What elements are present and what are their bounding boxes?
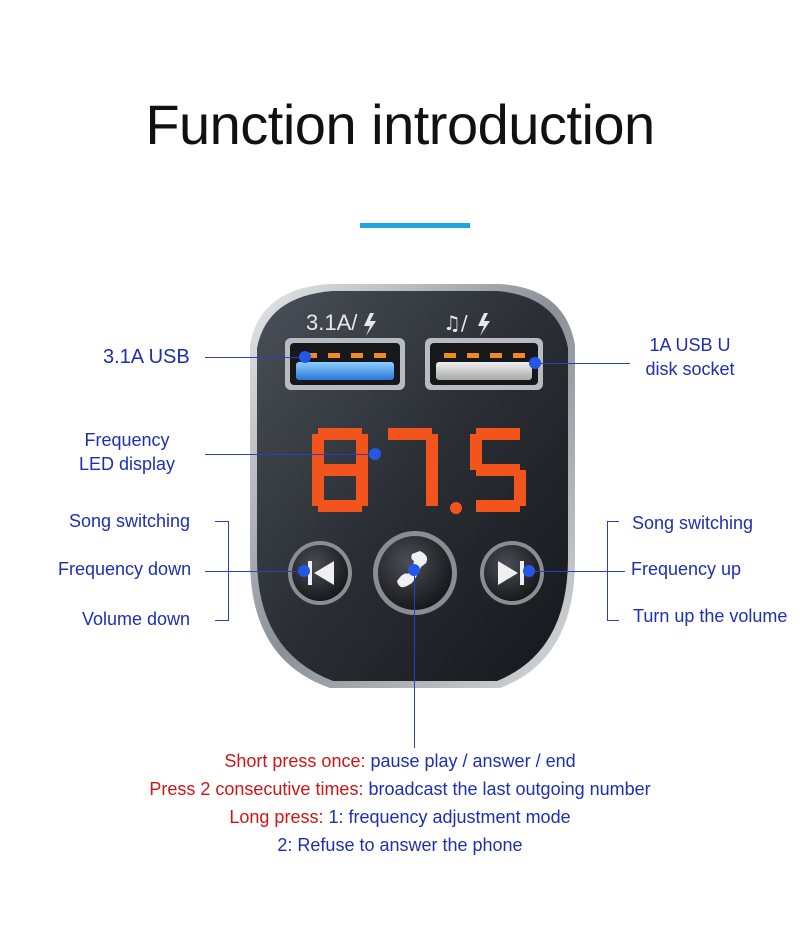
led-digit [470, 428, 526, 512]
leader-line [530, 571, 625, 572]
led-segment [476, 500, 520, 512]
led-segment [318, 428, 362, 440]
page-title: Function introduction [145, 93, 655, 156]
led-segment [426, 434, 438, 470]
led-segment [470, 434, 482, 470]
label-right-vol: Turn up the volume [633, 606, 788, 626]
pointer-dot [523, 565, 535, 577]
leader-line [535, 363, 630, 364]
port-right-text: ♫/ [443, 311, 468, 335]
pointer-dot [529, 357, 541, 369]
usb-tongue-gray [436, 362, 532, 380]
label-usb-left: 3.1A USB [103, 346, 190, 368]
label-right-freq: Frequency up [631, 559, 742, 579]
led-segment [318, 464, 362, 476]
led-decimal-point [450, 502, 462, 514]
port-left-text: 3.1A/ [306, 310, 358, 335]
instruction-4-text: 2: Refuse to answer the phone [277, 835, 523, 855]
label-left-freq: Frequency down [58, 559, 192, 579]
led-segment [312, 470, 324, 506]
pointer-dot [299, 351, 311, 363]
instruction-2-text: broadcast the last outgoing number [363, 779, 651, 799]
label-left-song: Song switching [69, 511, 191, 531]
led-segment [476, 464, 520, 476]
pointer-dot [408, 564, 420, 576]
led-segment [318, 500, 362, 512]
instruction-1-key: Short press once: [224, 751, 366, 771]
led-segment [356, 434, 368, 470]
bracket-line [215, 620, 228, 621]
instruction-2-key: Press 2 consecutive times: [149, 779, 364, 799]
label-left-vol: Volume down [82, 609, 191, 629]
bolt-icon [478, 313, 490, 336]
skip-forward-icon [498, 561, 524, 585]
led-segment [312, 434, 324, 470]
label-usb-right: 1A USB U disk socket [630, 333, 750, 381]
instruction-line-3: Long press: 1: frequency adjustment mode [0, 807, 800, 828]
led-digit [388, 428, 438, 506]
pointer-dot [298, 565, 310, 577]
label-frequency-display: Frequency LED display [60, 428, 194, 476]
instruction-line-2: Press 2 consecutive times: broadcast the… [0, 779, 800, 800]
led-digit [312, 428, 368, 512]
led-segment [514, 470, 526, 506]
instruction-1-text: pause play / answer / end [365, 751, 576, 771]
title-underline [360, 223, 470, 228]
leader-line [205, 454, 375, 455]
led-segment [476, 428, 520, 440]
label-freq-line2: LED display [78, 454, 176, 474]
bracket-line [607, 521, 619, 522]
leader-line [205, 357, 305, 358]
leader-line [205, 571, 305, 572]
label-usb-right-line2: disk socket [645, 359, 735, 379]
leader-line [414, 570, 415, 748]
led-segment [356, 470, 368, 506]
bracket-line [215, 521, 228, 522]
instruction-line-4: 2: Refuse to answer the phone [0, 835, 800, 856]
led-segment [388, 428, 432, 440]
label-right-song: Song switching [632, 513, 754, 533]
led-segment [426, 470, 438, 506]
label-freq-line1: Frequency [84, 430, 170, 450]
instruction-3-key: Long press: [229, 807, 324, 827]
pointer-dot [369, 448, 381, 460]
bolt-icon [364, 313, 376, 336]
skip-back-icon [308, 561, 334, 585]
led-display [312, 428, 526, 514]
instruction-line-1: Short press once: pause play / answer / … [0, 751, 800, 772]
instruction-3-text: 1: frequency adjustment mode [323, 807, 571, 827]
usb-tongue-blue [296, 362, 394, 380]
bracket-line [607, 620, 619, 621]
label-usb-right-line1: 1A USB U [649, 335, 731, 355]
